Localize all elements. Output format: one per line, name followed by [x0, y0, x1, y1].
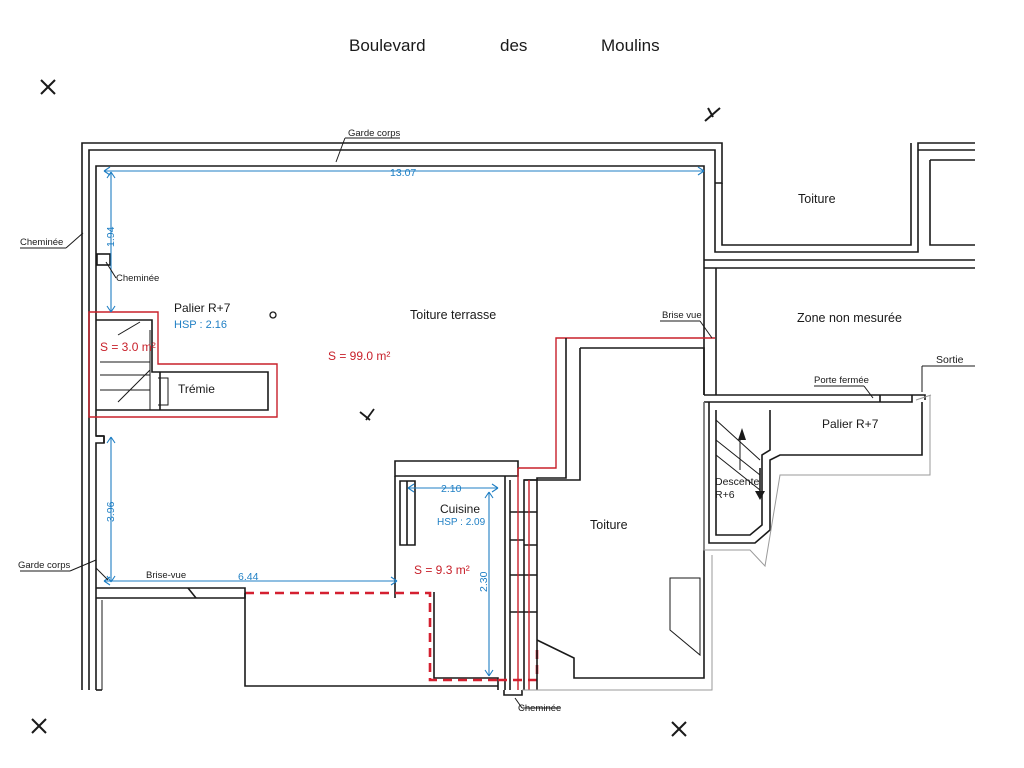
- label-cuisine-hsp: HSP : 2.09: [437, 517, 486, 528]
- registration-cross-icon: [31, 718, 47, 734]
- cheminee-block: [96, 253, 111, 266]
- label-descente-level: R+6: [715, 489, 735, 501]
- dim-cuisine-width: 2.10: [441, 483, 462, 495]
- street-word-boulevard: Boulevard: [349, 36, 426, 55]
- label-toiture-top: Toiture: [798, 192, 836, 206]
- street-word-des: des: [500, 36, 527, 55]
- north-arrow-icon: [704, 107, 721, 122]
- label-tremie: Trémie: [178, 382, 215, 396]
- registration-cross-icon: [40, 79, 56, 95]
- annot-porte-fermee: Porte fermée: [814, 375, 869, 386]
- label-palier-right: Palier R+7: [822, 417, 879, 431]
- annot-garde-corps-left: Garde corps: [18, 560, 71, 571]
- annot-sortie: Sortie: [936, 354, 964, 366]
- label-surface-terrasse: S = 99.0 m²: [328, 349, 390, 363]
- toiture-top-walls: [703, 142, 975, 395]
- annot-brise-vue-right: Brise vue: [662, 310, 702, 321]
- dim-cuisine-height: 2.30: [478, 571, 490, 592]
- label-toiture-center: Toiture: [590, 518, 628, 532]
- annot-cheminee-inner: Cheminée: [116, 273, 159, 284]
- toiture-center-walls: [509, 337, 715, 691]
- dimension-lines: [103, 166, 705, 677]
- dim-bottom-run: 6.44: [238, 571, 259, 583]
- registration-cross-icon: [671, 721, 687, 737]
- lower-terrace-walls: [96, 587, 523, 696]
- label-zone-non-mesuree: Zone non mesurée: [797, 311, 902, 325]
- label-palier-left: Palier R+7: [174, 301, 231, 315]
- label-surface-palier: S = 3.0 m²: [100, 340, 156, 354]
- label-surface-cuisine: S = 9.3 m²: [414, 563, 470, 577]
- terrace-walls: [81, 142, 723, 691]
- label-palier-hsp: HSP : 2.16: [174, 319, 227, 331]
- label-cuisine: Cuisine: [440, 502, 480, 516]
- annot-cheminee-bottom: Cheminée: [518, 703, 561, 714]
- annot-cheminee-left: Cheminée: [20, 237, 63, 248]
- cuisine-surface-outline: [245, 591, 498, 682]
- dim-top-width: 13.07: [390, 167, 416, 179]
- leader-lines: [20, 137, 975, 709]
- palier-left: [88, 311, 278, 418]
- label-toiture-terrasse: Toiture terrasse: [410, 308, 496, 322]
- dim-left-lower: 3.96: [105, 501, 117, 522]
- street-word-moulins: Moulins: [601, 36, 660, 55]
- annot-garde-corps-top: Garde corps: [348, 128, 401, 139]
- annot-brise-vue-bottom: Brise-vue: [146, 570, 186, 581]
- right-wall-row: [704, 394, 932, 403]
- stair-arrow-icon: [738, 428, 765, 500]
- descente-stair: [703, 395, 931, 568]
- dim-left-upper: 1.94: [105, 226, 117, 247]
- north-arrow-icon: [359, 408, 375, 421]
- label-descente: Descente: [715, 476, 760, 488]
- marker-circle: [269, 311, 277, 319]
